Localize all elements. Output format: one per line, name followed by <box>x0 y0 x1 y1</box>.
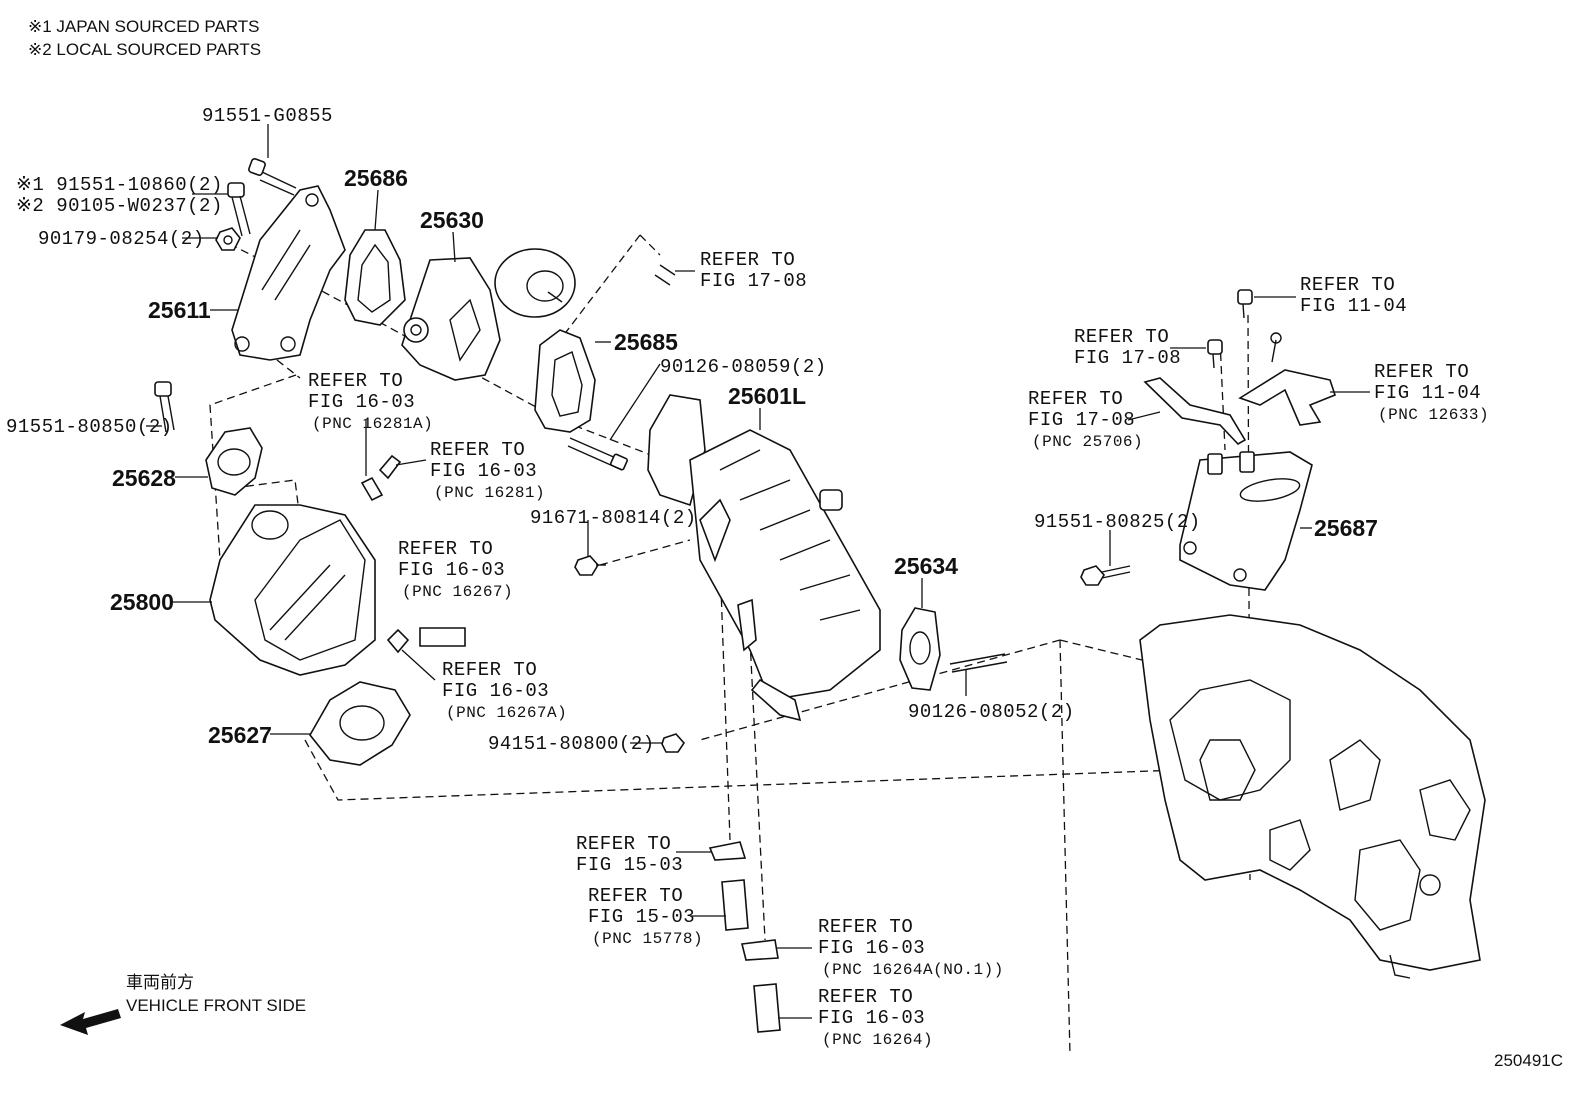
part-25601L-egr-cooler <box>647 394 881 722</box>
label-25628: 25628 <box>112 465 176 491</box>
ref-16264A-l2: FIG 16-03 <box>818 937 925 959</box>
ref-16267A-l1: REFER TO <box>442 659 537 681</box>
part-25630-valve <box>401 257 501 381</box>
label-90126-08059: 90126-08059(2) <box>660 356 827 378</box>
direction-en: VEHICLE FRONT SIDE <box>126 996 306 1015</box>
ref-1104a-l2: FIG 11-04 <box>1300 295 1407 317</box>
label-91551-G0855: 91551-G0855 <box>202 105 333 127</box>
label-25800: 25800 <box>110 589 174 615</box>
ref-16267-l1: REFER TO <box>398 538 493 560</box>
label-25685: 25685 <box>614 329 678 355</box>
bolt-91551-10860 <box>227 182 251 237</box>
ref-15778-l2: FIG 15-03 <box>588 906 695 928</box>
part-25611-pipe <box>231 185 346 361</box>
assembly-lines <box>209 234 1471 1056</box>
ref-16267A-l2: FIG 16-03 <box>442 680 549 702</box>
vehicle-front-arrow <box>60 1009 121 1035</box>
ref-16264A-l3: (PNC 16264A(NO.1)) <box>822 961 1004 979</box>
ref-16281-l1: REFER TO <box>430 439 525 461</box>
ref-16267-l2: FIG 16-03 <box>398 559 505 581</box>
ref-16281A-l2: FIG 16-03 <box>308 391 415 413</box>
part-25634-gasket <box>899 607 941 691</box>
label-91551-80850: 91551-80850(2) <box>6 416 173 438</box>
label-90105-W0237: ※2 90105-W0237(2) <box>16 195 223 217</box>
label-91551-80825: 91551-80825(2) <box>1034 511 1201 533</box>
note-japan-sourced: ※1 JAPAN SOURCED PARTS <box>28 17 260 36</box>
label-94151-80800: 94151-80800(2) <box>488 733 655 755</box>
leader-lines <box>146 124 1370 1019</box>
label-25687: 25687 <box>1314 515 1378 541</box>
refer-labels: REFER TO FIG 17-08 REFER TO FIG 16-03 (P… <box>308 249 1489 1049</box>
label-25634: 25634 <box>894 553 958 579</box>
ref-1708b-l1: REFER TO <box>1074 326 1169 348</box>
ref-16264-l3: (PNC 16264) <box>822 1031 933 1049</box>
ref-25706-l2: FIG 17-08 <box>1028 409 1135 431</box>
diagram-id: 250491C <box>1494 1051 1563 1070</box>
label-90126-08052: 90126-08052(2) <box>908 701 1075 723</box>
bolt-91671-80814 <box>574 555 606 576</box>
bolts-right <box>1080 289 1253 586</box>
ref-12633-l1: REFER TO <box>1374 361 1469 383</box>
ref-25706-l3: (PNC 25706) <box>1032 433 1143 451</box>
label-25686: 25686 <box>344 165 408 191</box>
ref-1708-top-l1: REFER TO <box>700 249 795 271</box>
ref-1503-l2: FIG 15-03 <box>576 854 683 876</box>
part-labels: 91551-G0855 ※1 91551-10860(2) ※2 90105-W… <box>6 105 1378 755</box>
part-25686-gasket <box>344 229 406 326</box>
label-25611: 25611 <box>148 297 211 323</box>
ref-16267-l3: (PNC 16267) <box>402 583 513 601</box>
engine-block <box>1139 614 1486 979</box>
direction-jp: 車両前方 <box>126 973 194 992</box>
ref-12633-l2: FIG 11-04 <box>1374 382 1481 404</box>
ref-16264-l2: FIG 16-03 <box>818 1007 925 1029</box>
ref-1708-top-l2: FIG 17-08 <box>700 270 807 292</box>
part-25628-gasket <box>205 427 263 496</box>
label-25630: 25630 <box>420 207 484 233</box>
ref-16281-l2: FIG 16-03 <box>430 460 537 482</box>
label-91551-10860: ※1 91551-10860(2) <box>16 174 223 196</box>
ref-15778-l3: (PNC 15778) <box>592 930 703 948</box>
ref-16281A-l3: (PNC 16281A) <box>312 415 433 433</box>
bolt-91551-G0855 <box>248 158 297 196</box>
label-90179-08254: 90179-08254(2) <box>38 228 205 250</box>
ref-1104a-l1: REFER TO <box>1300 274 1395 296</box>
part-25627-gasket <box>309 681 411 766</box>
note-local-sourced: ※2 LOCAL SOURCED PARTS <box>28 40 261 59</box>
egr-actuator <box>494 248 576 318</box>
brackets-refer <box>1143 332 1336 446</box>
ref-16267A-l3: (PNC 16267A) <box>446 704 567 722</box>
ref-25706-l1: REFER TO <box>1028 388 1123 410</box>
lower-hoses <box>708 841 781 1033</box>
ref-16264-l1: REFER TO <box>818 986 913 1008</box>
ref-16281-l3: (PNC 16281) <box>434 484 545 502</box>
ref-16281A-l1: REFER TO <box>308 370 403 392</box>
hose-clamps <box>360 264 676 654</box>
ref-12633-l3: (PNC 12633) <box>1378 406 1489 424</box>
part-25800-housing <box>209 504 376 676</box>
ref-15778-l1: REFER TO <box>588 885 683 907</box>
ref-1708b-l2: FIG 17-08 <box>1074 347 1181 369</box>
stud-90126-08059 <box>567 437 628 471</box>
label-25601L: 25601L <box>728 383 806 409</box>
bolt-91551-80850 <box>154 381 175 433</box>
part-25687-bracket <box>1179 451 1313 591</box>
ref-1503-l1: REFER TO <box>576 833 671 855</box>
label-25627: 25627 <box>208 722 272 748</box>
stud-90126-08052 <box>949 653 1008 673</box>
part-25685-gasket <box>534 329 596 433</box>
nut-94151-80800 <box>661 733 686 753</box>
ref-16264A-l1: REFER TO <box>818 916 913 938</box>
nut-90179-08254 <box>215 227 241 251</box>
label-91671-80814: 91671-80814(2) <box>530 507 697 529</box>
